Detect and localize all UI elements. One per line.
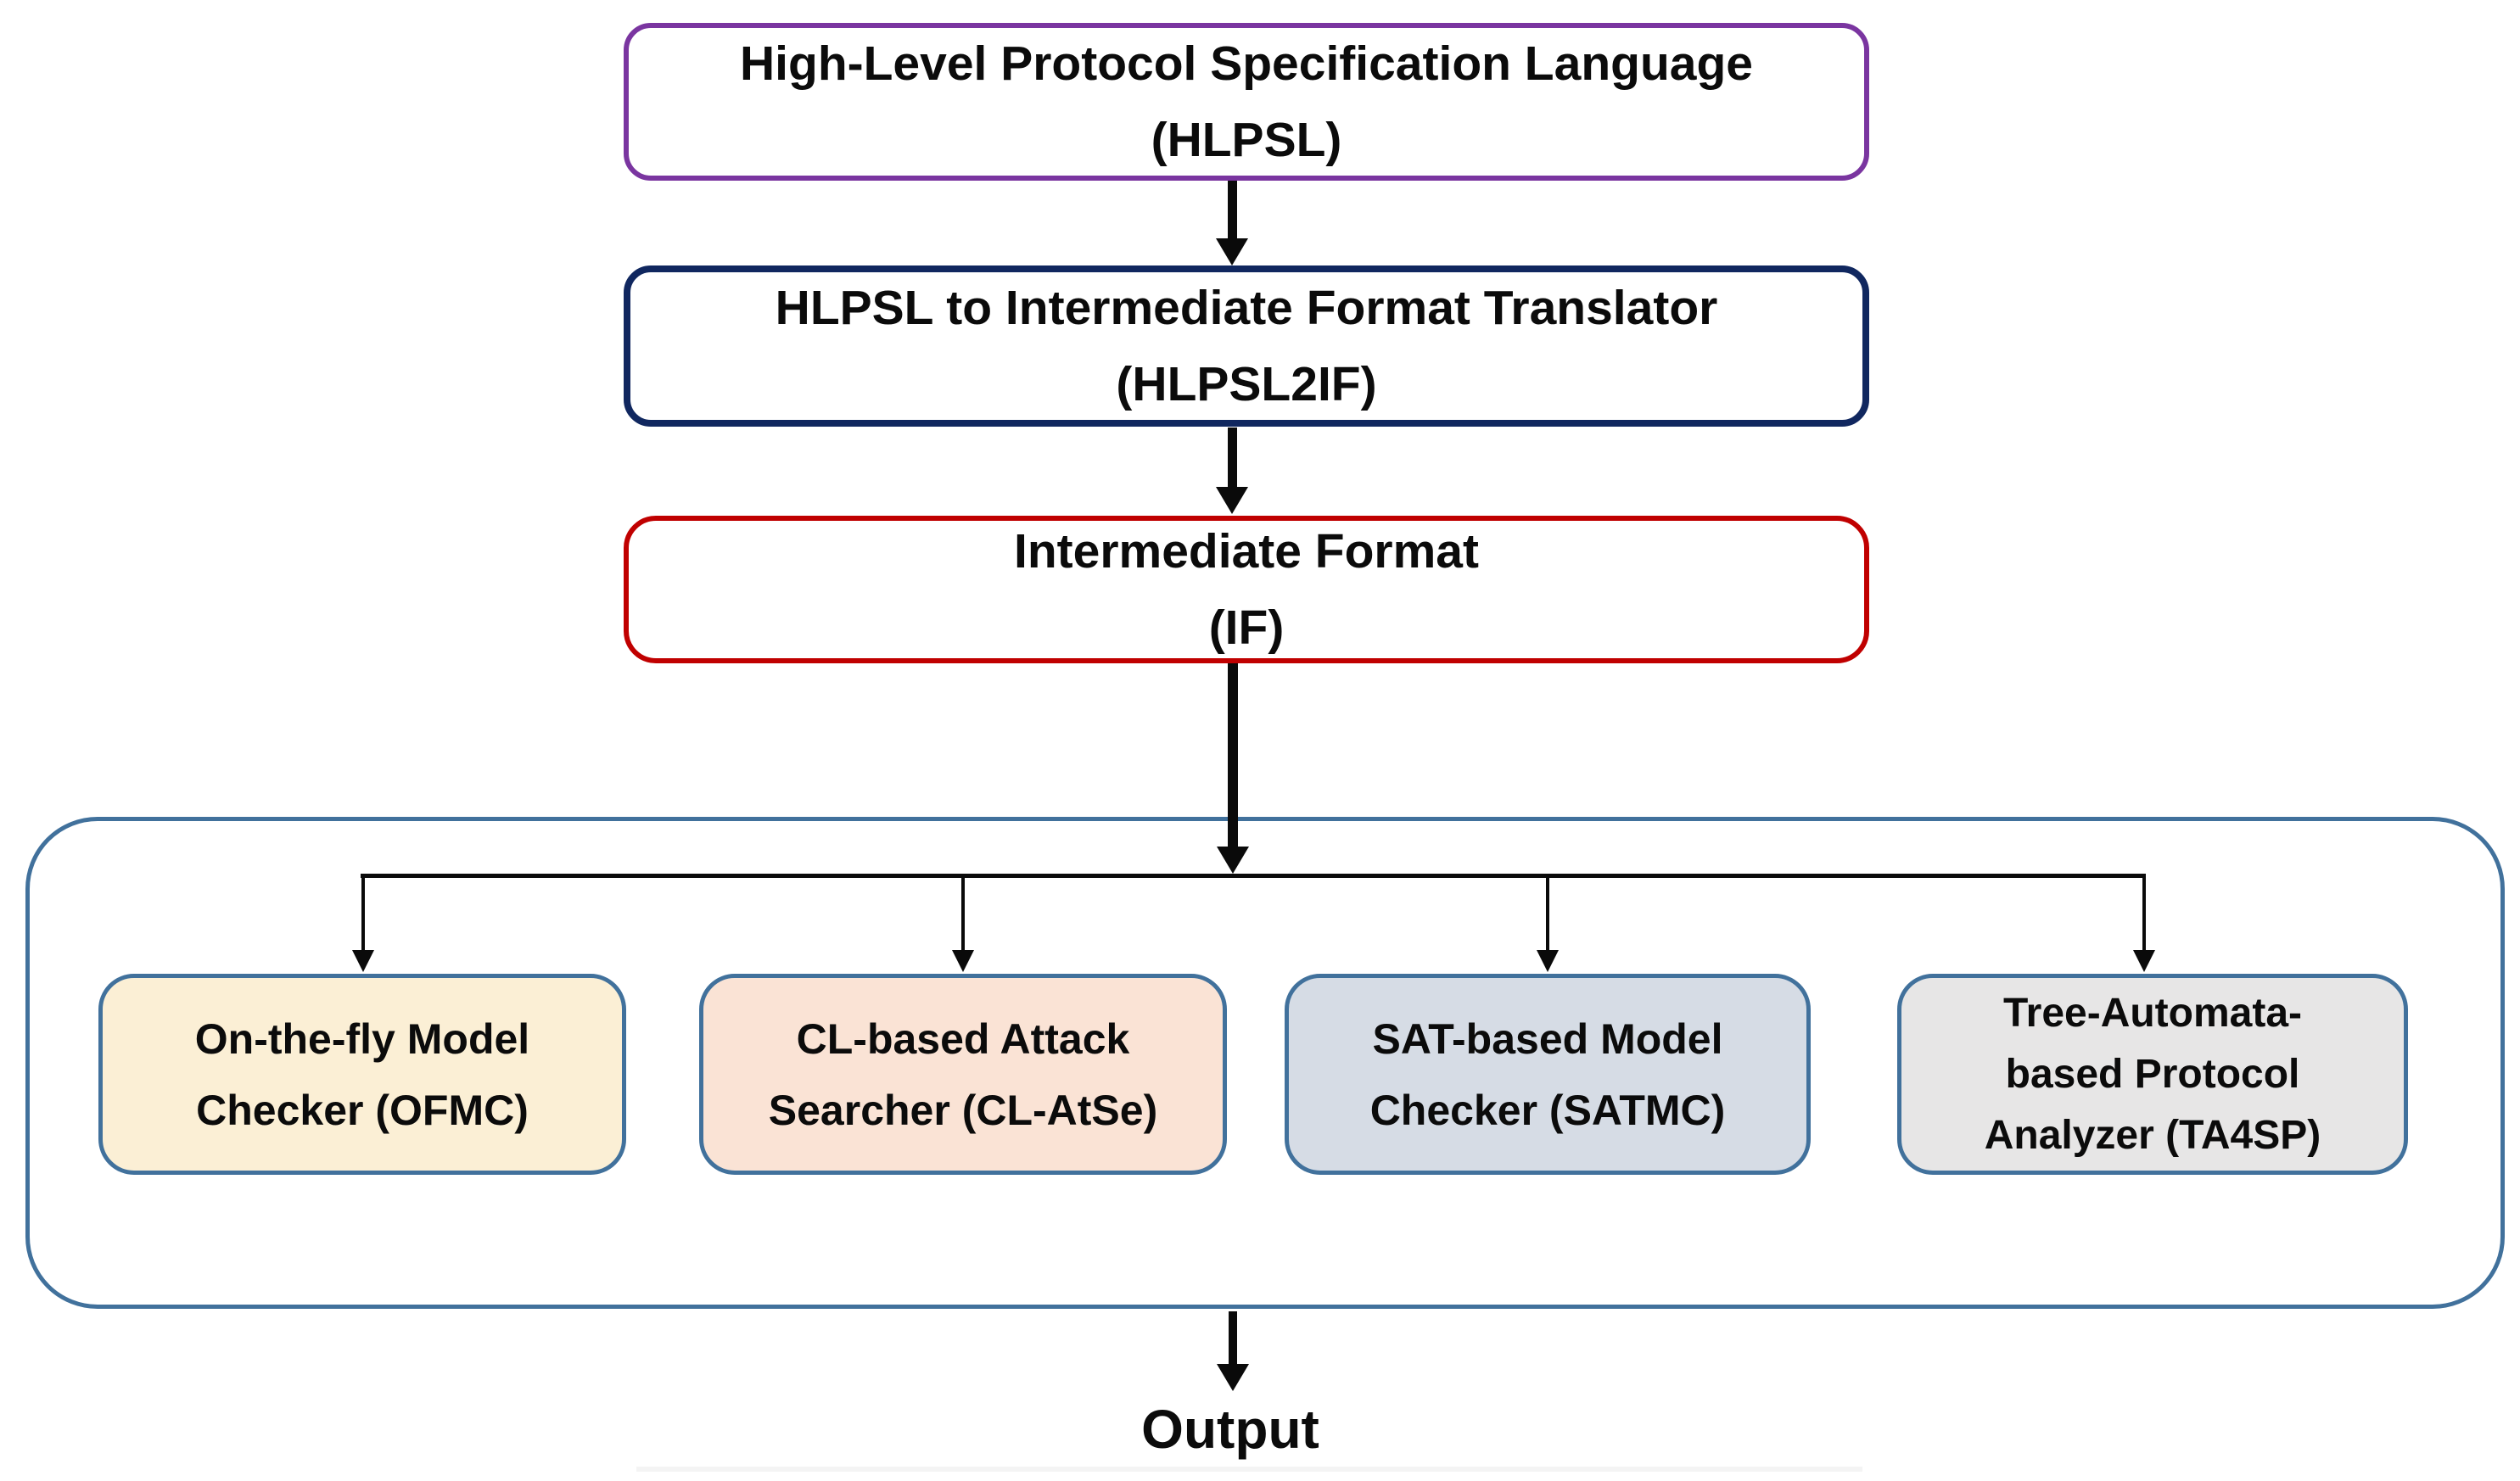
output-label: Output: [1141, 1399, 1319, 1460]
node-ta4sp: Tree-Automata- based Protocol Analyzer (…: [1897, 974, 2408, 1175]
node-hlpsl2if: HLPSL to Intermediate Format Translator …: [624, 265, 1869, 427]
arrow-hlpsl2if-to-if-shaft: [1228, 428, 1237, 489]
node-satmc-line1: SAT-based Model: [1372, 1014, 1723, 1063]
node-clatse: CL-based Attack Searcher (CL-AtSe): [699, 974, 1227, 1175]
drop-arrow-ta4sp-shaft: [2142, 875, 2146, 952]
node-ta4sp-line3: Analyzer (TA4SP): [1984, 1112, 2321, 1158]
drop-arrow-ofmc-shaft: [361, 875, 365, 952]
node-ofmc-line2: Checker (OFMC): [196, 1086, 529, 1134]
node-if-line1: Intermediate Format: [1014, 524, 1479, 578]
node-ofmc-line1: On-the-fly Model: [194, 1014, 530, 1063]
drop-arrow-satmc-head: [1537, 950, 1559, 972]
arrow-backends-to-output-shaft: [1229, 1311, 1237, 1366]
drop-arrow-ta4sp-head: [2133, 950, 2155, 972]
arrow-if-to-backends-shaft: [1228, 663, 1238, 848]
scan-artifact-line: [636, 1467, 1862, 1472]
drop-arrow-ofmc-head: [352, 950, 374, 972]
node-hlpsl2if-line1: HLPSL to Intermediate Format Translator: [775, 281, 1718, 335]
distributor-line: [361, 874, 2146, 878]
arrow-hlpsl-to-hlpsl2if-shaft: [1228, 181, 1237, 240]
node-if: Intermediate Format (IF): [624, 516, 1869, 663]
arrow-hlpsl2if-to-if-head: [1216, 487, 1248, 514]
drop-arrow-clatse-head: [952, 950, 974, 972]
arrow-hlpsl-to-hlpsl2if-head: [1216, 238, 1248, 265]
node-ofmc: On-the-fly Model Checker (OFMC): [98, 974, 626, 1175]
node-hlpsl: High-Level Protocol Specification Langua…: [624, 23, 1869, 181]
node-hlpsl-line1: High-Level Protocol Specification Langua…: [740, 36, 1753, 91]
arrow-backends-to-output-head: [1217, 1364, 1249, 1391]
node-hlpsl-line2: (HLPSL): [1151, 113, 1342, 167]
arrow-if-to-backends-head: [1217, 847, 1249, 874]
node-clatse-line2: Searcher (CL-AtSe): [768, 1086, 1158, 1134]
node-satmc-line2: Checker (SATMC): [1369, 1086, 1726, 1134]
drop-arrow-clatse-shaft: [961, 875, 965, 952]
node-satmc: SAT-based Model Checker (SATMC): [1285, 974, 1811, 1175]
node-clatse-line1: CL-based Attack: [796, 1014, 1130, 1063]
node-if-line2: (IF): [1208, 601, 1285, 655]
drop-arrow-satmc-shaft: [1546, 875, 1549, 952]
node-ta4sp-line1: Tree-Automata-: [2002, 990, 2303, 1036]
node-hlpsl2if-line2: (HLPSL2IF): [1116, 357, 1377, 411]
node-ta4sp-line2: based Protocol: [2005, 1051, 2300, 1097]
